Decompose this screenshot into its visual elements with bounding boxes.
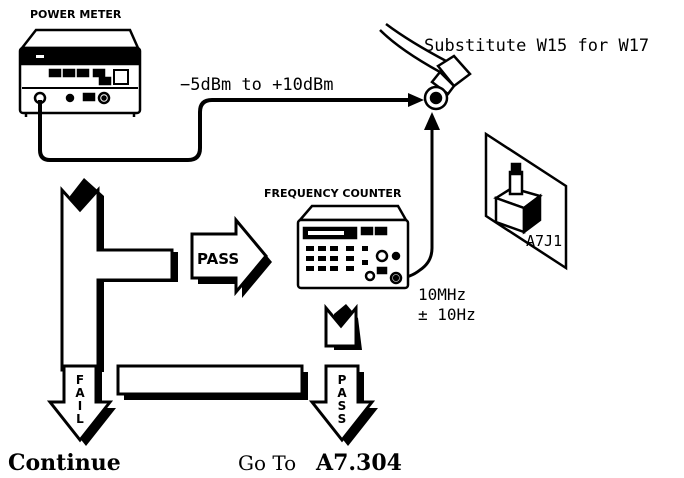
- power-range-label: −5dBm to +10dBm: [180, 75, 334, 95]
- pass-letter-4: S: [338, 412, 347, 426]
- pass-arrow-label: PASS: [197, 250, 239, 268]
- fail-letter-4: L: [76, 412, 84, 426]
- pass-down-arrow: P A S S: [308, 364, 378, 446]
- frequency-counter-icon: [296, 204, 410, 290]
- freq-value-label: 10MHz: [418, 285, 466, 304]
- cable-arrow-icon: [408, 93, 424, 107]
- fail-letter-1: F: [76, 373, 84, 387]
- pass-letter-2: A: [337, 386, 347, 400]
- power-meter-icon: [18, 28, 142, 117]
- pass-letter-3: S: [338, 399, 347, 413]
- power-meter-cable: [38, 98, 412, 162]
- flow-bar: [116, 364, 308, 400]
- counter-cable-arrow-icon: [424, 112, 440, 130]
- a7j1-connector-icon: [484, 131, 568, 271]
- cable-adapter-icon: [379, 22, 472, 111]
- connector-label: A7J1: [526, 232, 562, 250]
- flow-t-shape: [60, 178, 178, 372]
- goto-prefix-label: Go To: [238, 451, 296, 475]
- continue-label: Continue: [8, 450, 121, 476]
- fail-letter-2: A: [75, 386, 85, 400]
- fail-letter-3: I: [78, 399, 82, 413]
- counter-notch-block: [324, 303, 362, 350]
- fail-arrow: F A I L: [46, 364, 116, 446]
- pass-letter-1: P: [338, 373, 347, 387]
- freq-tolerance-label: ± 10Hz: [418, 305, 476, 324]
- substitute-label: Substitute W15 for W17: [424, 36, 649, 56]
- power-meter-title: POWER METER: [30, 8, 122, 21]
- frequency-counter-title: FREQUENCY COUNTER: [264, 187, 402, 200]
- goto-target-label: A7.304: [315, 450, 402, 476]
- pass-arrow: PASS: [190, 215, 272, 298]
